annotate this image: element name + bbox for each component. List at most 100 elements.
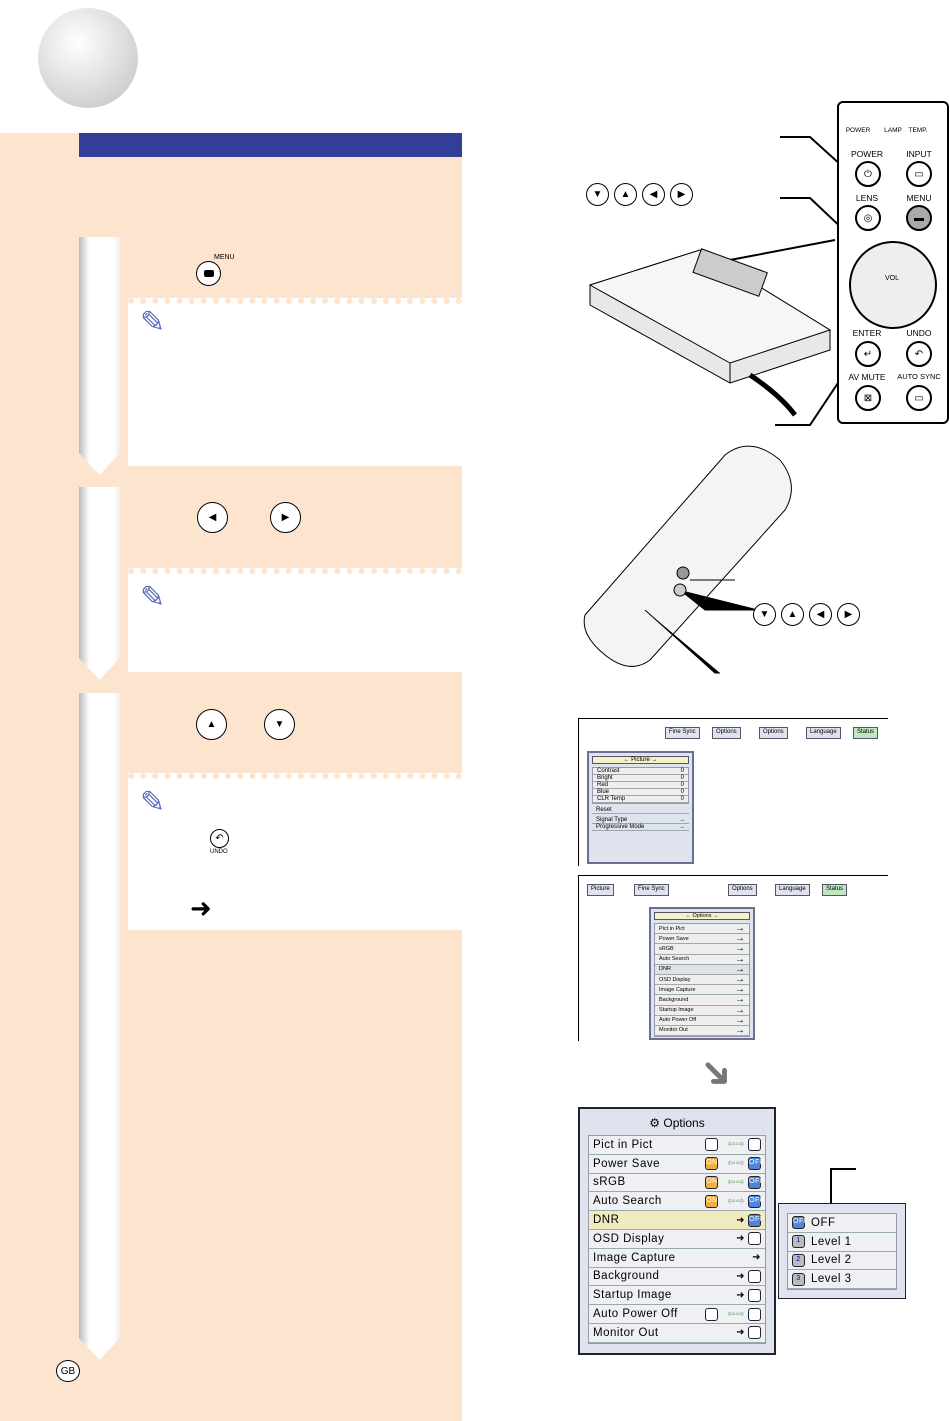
options-row[interactable]: Image Capture➜	[589, 1249, 765, 1268]
direction-pad[interactable]	[849, 241, 937, 329]
input-button[interactable]: ▭	[906, 161, 932, 187]
row-value: →	[735, 923, 745, 935]
options-row[interactable]: DNR→	[655, 963, 749, 975]
enter-button[interactable]: ↵	[855, 341, 881, 367]
power-button[interactable]: ⏻	[855, 161, 881, 187]
toggle-arrows-icon: ⇦⇨	[727, 1158, 745, 1170]
options-title: ← Options →	[654, 912, 750, 920]
tab-language[interactable]: Language	[806, 727, 841, 739]
row-value: →	[735, 943, 745, 955]
av-mute-button[interactable]: ⊠	[855, 385, 881, 411]
arrow-keys-group-remote: ▼ ▲ ◀ ▶	[753, 603, 860, 626]
row-value: →	[735, 1004, 745, 1016]
undo-button[interactable]: ↶	[906, 341, 932, 367]
row-label: Image Capture	[659, 986, 696, 993]
options-row[interactable]: Pict in Pict⇦⇨	[589, 1136, 765, 1155]
row-value: →	[735, 963, 745, 975]
tab-options[interactable]: Options	[728, 884, 757, 896]
row-label: Pict in Pict	[659, 925, 685, 932]
menu-button[interactable]: ▬	[906, 205, 932, 231]
options-row[interactable]: Power Save →	[655, 933, 749, 945]
from-state-icon: ON	[705, 1175, 719, 1189]
undo-button-icon: ↶	[210, 829, 229, 848]
auto-sync-button[interactable]: ▭	[906, 385, 932, 411]
options-row[interactable]: Auto Search→	[655, 954, 749, 965]
options-row[interactable]: Monitor Out→	[655, 1024, 749, 1037]
row-value: 0	[680, 768, 684, 774]
row-label: Background	[659, 996, 689, 1003]
tab-picture[interactable]: Picture	[587, 884, 614, 896]
row-label: Bright	[597, 775, 613, 781]
page-region-badge: GB	[56, 1360, 80, 1382]
options-row[interactable]: DNR➜OFF	[589, 1211, 765, 1230]
temp-indicator-label: TEMP.	[908, 127, 928, 134]
row-label: Reset	[596, 807, 612, 813]
from-state-icon	[705, 1307, 719, 1321]
tab-fine-sync[interactable]: Fine Sync	[665, 727, 700, 739]
options-row[interactable]: Startup Image➜	[589, 1286, 765, 1306]
row-label: Auto Search	[659, 956, 690, 963]
right-key-icon: ▶	[837, 603, 860, 626]
row-label: Auto Power Off	[659, 1017, 697, 1024]
tab-options[interactable]: Options	[712, 727, 741, 739]
tab-options-2[interactable]: Options	[759, 727, 788, 739]
left-arrow-button-icon: ◀	[197, 502, 228, 533]
options-row[interactable]: OSD Display→	[655, 974, 749, 986]
tab-fine-sync[interactable]: Fine Sync	[634, 884, 669, 896]
options-row[interactable]: sRGB→	[655, 943, 749, 955]
row-value: →	[735, 1024, 745, 1036]
row-value: ➜	[736, 1269, 761, 1283]
dnr-level-icon: 1	[792, 1235, 805, 1249]
lens-button-label: LENS	[855, 193, 879, 203]
options-row[interactable]: Auto Power Off→	[655, 1015, 749, 1026]
signal-type-row[interactable]: Signal Type→	[592, 817, 689, 824]
section-circle	[38, 8, 138, 108]
options-row[interactable]: OSD Display➜	[589, 1230, 765, 1249]
options-row[interactable]: Background ➜	[589, 1268, 765, 1287]
row-label: Power Save	[593, 1157, 661, 1170]
dnr-option-label: Level 2	[811, 1254, 852, 1267]
options-row[interactable]: Pict in Pict →	[655, 923, 749, 935]
picture-title: ← Picture →	[592, 756, 689, 764]
dnr-level-icon: OFF	[792, 1216, 808, 1230]
options-title-text: Options	[692, 913, 712, 919]
options-row[interactable]: Auto Power Off⇦⇨	[589, 1305, 765, 1324]
progressive-mode-row[interactable]: Progressive Mode→	[592, 824, 689, 831]
reset-row[interactable]: Reset	[592, 807, 689, 814]
left-key-icon: ◀	[809, 603, 832, 626]
submenu-arrow-icon: ➜	[736, 1289, 745, 1301]
options-menu-title: ⚙ Options	[649, 1116, 705, 1130]
row-value: ➜	[752, 1252, 761, 1263]
pencil-note-icon: ✎	[140, 581, 166, 614]
row-label: Red	[597, 782, 609, 788]
row-label: Power Save	[659, 935, 689, 942]
row-label: Background	[593, 1270, 660, 1283]
options-menu-title-text: Options	[663, 1116, 705, 1130]
options-row[interactable]: Startup Image→	[655, 1004, 749, 1016]
options-row[interactable]: Monitor Out➜	[589, 1324, 765, 1343]
row-value: →	[735, 933, 745, 945]
options-row[interactable]: Background→	[655, 994, 749, 1006]
tab-status[interactable]: Status	[853, 727, 879, 739]
options-row[interactable]: Image Capture→	[655, 984, 749, 996]
row-label: Signal Type	[596, 817, 628, 823]
tab-status[interactable]: Status	[822, 884, 848, 896]
step-3-tab	[79, 693, 120, 1360]
tab-language[interactable]: Language	[775, 884, 810, 896]
lens-button[interactable]: ◎	[855, 205, 881, 231]
to-state-icon: OFF	[748, 1157, 764, 1171]
